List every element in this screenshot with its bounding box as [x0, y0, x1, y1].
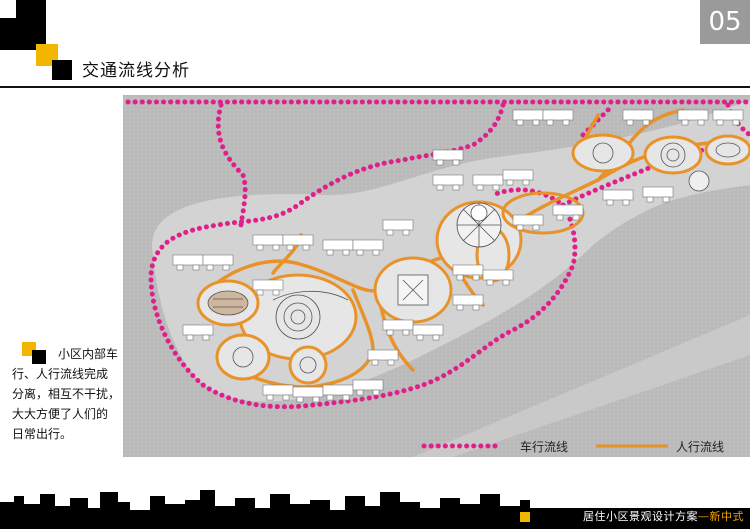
description-bullet-icon [22, 342, 46, 364]
map-legend: 车行流线 人行流线 [420, 438, 750, 458]
description-line: 大大方便了人们的 [12, 407, 109, 421]
vehicle-route-label: 车行流线 [520, 440, 569, 454]
page-number: 05 [700, 0, 750, 44]
vehicle-route-swatch [421, 443, 499, 449]
header-divider [0, 86, 750, 88]
footer-title-dash: — [698, 510, 710, 523]
pedestrian-route-label: 人行流线 [676, 440, 725, 454]
description-line: 小区内部车 [58, 347, 119, 361]
description-line: 行、人行流线完成 [12, 367, 109, 381]
title-logo-icon [36, 44, 72, 80]
pedestrian-route-swatch [596, 444, 668, 448]
top-band [0, 0, 46, 50]
footer-title-style: 新中式 [709, 510, 744, 523]
description-line: 分离，相互不干扰， [12, 387, 121, 401]
footer-band [0, 490, 750, 529]
page-title: 交通流线分析 [82, 61, 190, 81]
footer-project-title: 居住小区景观设计方案—新中式 [583, 508, 744, 524]
description-line: 日常出行。 [12, 427, 73, 441]
site-plan-map [123, 95, 750, 457]
analysis-description: 小区内部车 行、人行流线完成 分离，相互不干扰， 大大方便了人们的 日常出行。 [12, 344, 124, 444]
footer-title-main: 居住小区景观设计方案 [583, 510, 698, 523]
